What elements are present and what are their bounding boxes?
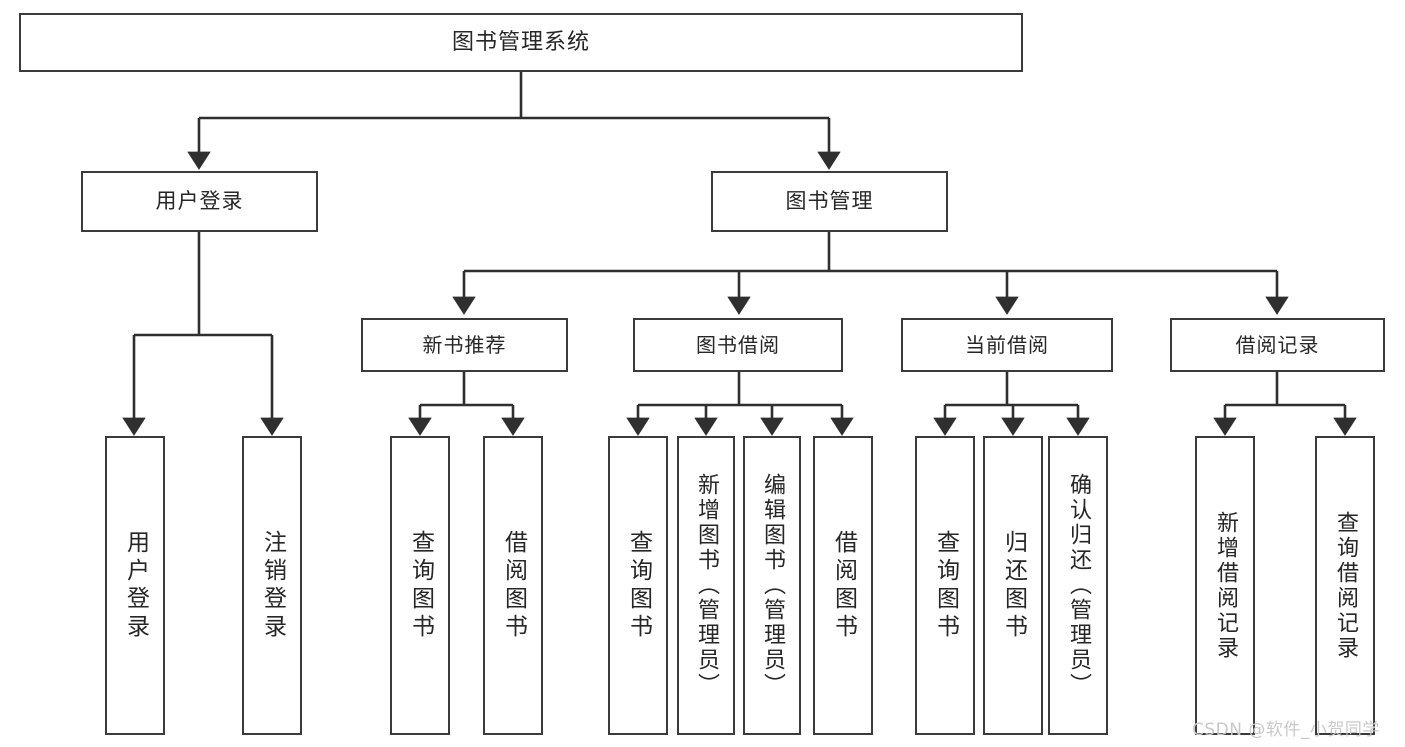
node-label: 用户登录	[122, 529, 149, 642]
leaf-user-login[interactable]: 用户登录	[105, 436, 165, 735]
leaf-logout[interactable]: 注销登录	[242, 436, 302, 735]
node-root-system[interactable]: 图书管理系统	[19, 13, 1023, 72]
leaf-query-book-current[interactable]: 查询图书	[915, 436, 975, 735]
node-book-borrow[interactable]: 图书借阅	[633, 318, 843, 372]
node-label: 借阅记录	[1235, 332, 1320, 357]
node-label: 查询图书	[625, 529, 652, 642]
node-label: 新增图书（管理员）	[694, 473, 719, 698]
node-label: 图书管理系统	[451, 29, 590, 55]
node-new-book-recommend[interactable]: 新书推荐	[361, 318, 568, 372]
leaf-query-book-borrow[interactable]: 查询图书	[608, 436, 668, 735]
node-borrow-record[interactable]: 借阅记录	[1170, 318, 1385, 372]
node-user-login[interactable]: 用户登录	[81, 171, 318, 232]
node-label: 归还图书	[1000, 529, 1027, 642]
leaf-query-book-recommend[interactable]: 查询图书	[390, 436, 450, 735]
node-label: 借阅图书	[500, 529, 527, 642]
node-label: 查询图书	[407, 529, 434, 642]
leaf-edit-book-admin[interactable]: 编辑图书（管理员）	[743, 436, 801, 735]
node-current-borrow[interactable]: 当前借阅	[901, 318, 1113, 372]
leaf-add-borrow-record[interactable]: 新增借阅记录	[1195, 436, 1255, 735]
node-label: 图书管理	[785, 189, 874, 214]
node-book-management[interactable]: 图书管理	[711, 171, 948, 232]
leaf-add-book-admin[interactable]: 新增图书（管理员）	[677, 436, 735, 735]
node-label: 用户登录	[155, 189, 244, 214]
node-label: 新增借阅记录	[1213, 510, 1238, 661]
node-label: 借阅图书	[830, 529, 857, 642]
node-label: 编辑图书（管理员）	[760, 473, 785, 698]
node-label: 确认归还（管理员）	[1066, 473, 1091, 698]
leaf-confirm-return-admin[interactable]: 确认归还（管理员）	[1048, 436, 1108, 735]
node-label: 图书借阅	[696, 332, 780, 357]
leaf-query-borrow-record[interactable]: 查询借阅记录	[1315, 436, 1375, 735]
csdn-watermark: CSDN @软件_小贺同学	[1192, 720, 1380, 740]
leaf-borrow-book-recommend[interactable]: 借阅图书	[483, 436, 543, 735]
node-label: 新书推荐	[422, 332, 507, 357]
node-label: 查询图书	[932, 529, 959, 642]
leaf-borrow-book[interactable]: 借阅图书	[813, 436, 873, 735]
node-label: 注销登录	[259, 529, 286, 642]
leaf-return-book[interactable]: 归还图书	[983, 436, 1043, 735]
node-label: 查询借阅记录	[1333, 510, 1358, 661]
node-label: 当前借阅	[965, 332, 1049, 357]
